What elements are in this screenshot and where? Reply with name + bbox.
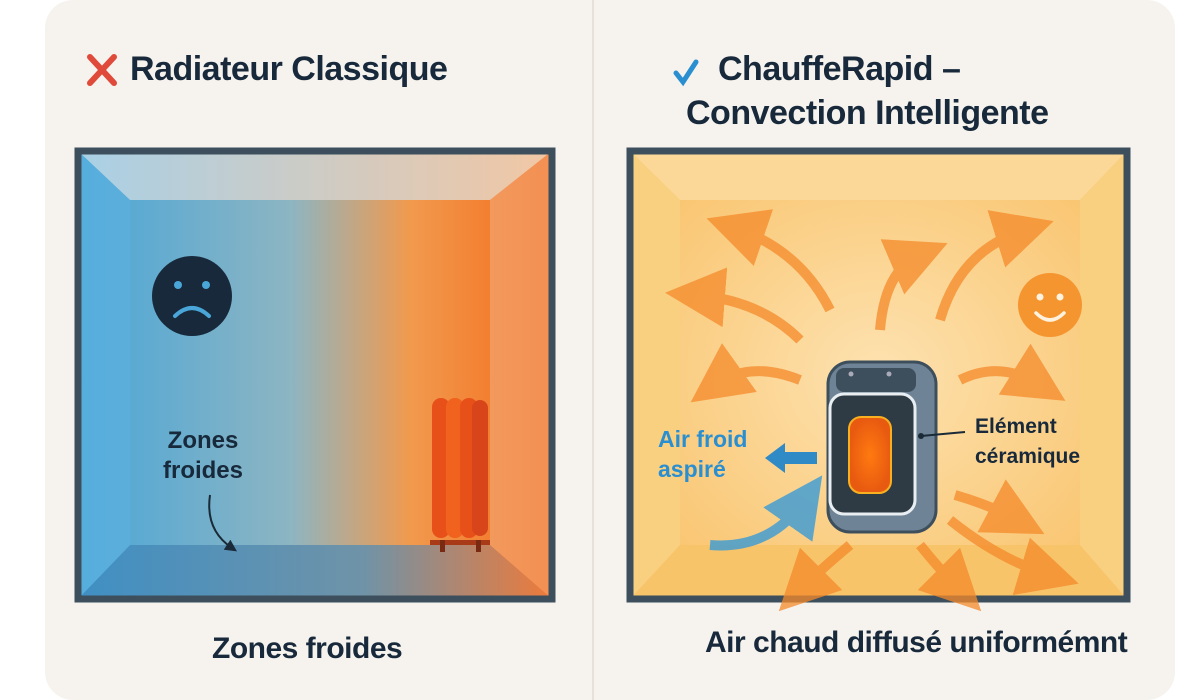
classic-room: Zones froides bbox=[74, 147, 556, 603]
panel-divider bbox=[592, 0, 594, 700]
ceramic-element-label-1: Elément bbox=[975, 415, 1057, 438]
heater-device bbox=[826, 360, 966, 534]
cold-air-label-2: aspiré bbox=[658, 456, 726, 482]
classic-caption: Zones froides bbox=[212, 632, 403, 665]
cold-zone-label-2: froides bbox=[163, 457, 243, 484]
check-icon bbox=[673, 59, 699, 87]
cross-icon bbox=[87, 54, 117, 86]
chaufferapid-title-line2: Convection Intelligente bbox=[686, 94, 1049, 132]
classic-title: Radiateur Classique bbox=[130, 50, 448, 88]
cold-air-label-1: Air froid bbox=[658, 426, 747, 452]
sad-face-icon bbox=[152, 256, 232, 336]
happy-face-icon bbox=[1018, 273, 1082, 337]
cold-air-arrow bbox=[765, 443, 817, 473]
radiator-icon bbox=[430, 398, 490, 552]
ceramic-element-label-2: céramique bbox=[975, 445, 1080, 468]
pointer-arrow bbox=[208, 494, 237, 552]
cold-zone-label-1: Zones bbox=[168, 427, 239, 454]
chaufferapid-room: Air froid aspiré Elément céramique bbox=[626, 147, 1131, 612]
chaufferapid-title-line1: ChauffeRapid – bbox=[718, 50, 961, 88]
warm-air-arrows bbox=[665, 209, 1079, 612]
chaufferapid-caption: Air chaud diffusé uniformémnt bbox=[705, 626, 1128, 659]
cold-air-in-arrow bbox=[709, 475, 823, 551]
